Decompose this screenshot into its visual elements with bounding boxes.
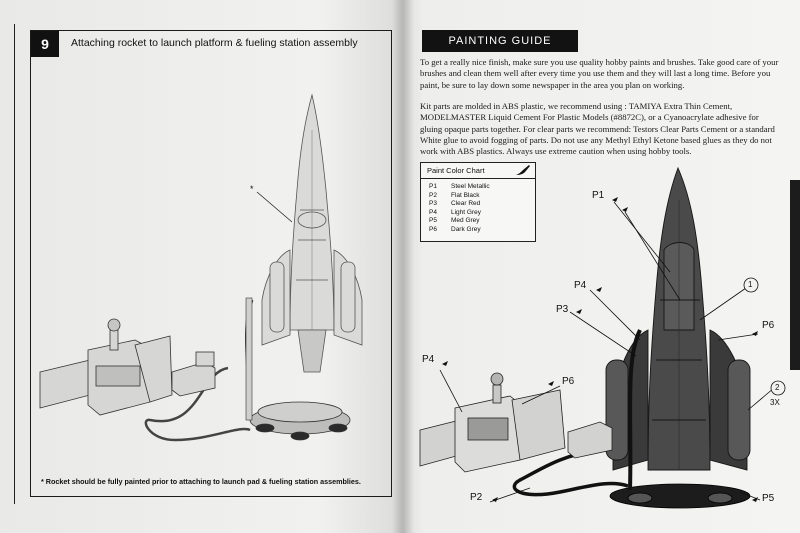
step-number: 9 [31,31,59,57]
ref-1-marker [743,277,759,293]
ref-2-label: 2 [775,383,780,392]
ref-2-marker [770,380,786,396]
callout-p2: P2 [470,492,483,503]
painting-guide-header: PAINTING GUIDE [422,30,578,52]
callout-p1: P1 [592,190,605,201]
asterisk-callout: * [250,184,254,194]
rocket-illustration-light [261,93,363,373]
callout-p6-station: P6 [562,376,575,387]
callout-p4-rocket: P4 [574,280,587,291]
fueling-station-painted [419,372,613,473]
callout-p6-rocket: P6 [762,320,775,331]
ref-1-label: 1 [748,280,753,289]
chart-title-rule [421,178,535,179]
launch-pad-light [249,401,351,441]
fueling-station-light [39,318,216,416]
paintbrush-icon [516,165,530,175]
step-9-panel: 9 Attaching rocket to launch platform & … [30,30,392,497]
callout-p3: P3 [556,304,569,315]
callout-p4-station: P4 [422,354,435,365]
glue-instructions: Kit parts are molded in ABS plastic, we … [420,101,775,157]
previous-panel-border [0,24,15,504]
step-note: * Rocket should be fully painted prior t… [41,477,361,486]
ref-2-quantity: 3X [770,398,780,407]
callout-p5: P5 [762,493,775,504]
page-edge-shadow [790,180,800,370]
rocket-illustration-painted [605,166,751,471]
page-gutter [392,0,414,533]
launch-pad-painted [609,483,751,509]
step-title: Attaching rocket to launch platform & fu… [71,37,358,49]
finish-instructions: To get a really nice finish, make sure y… [420,57,779,90]
chart-title: Paint Color Chart [427,166,485,175]
